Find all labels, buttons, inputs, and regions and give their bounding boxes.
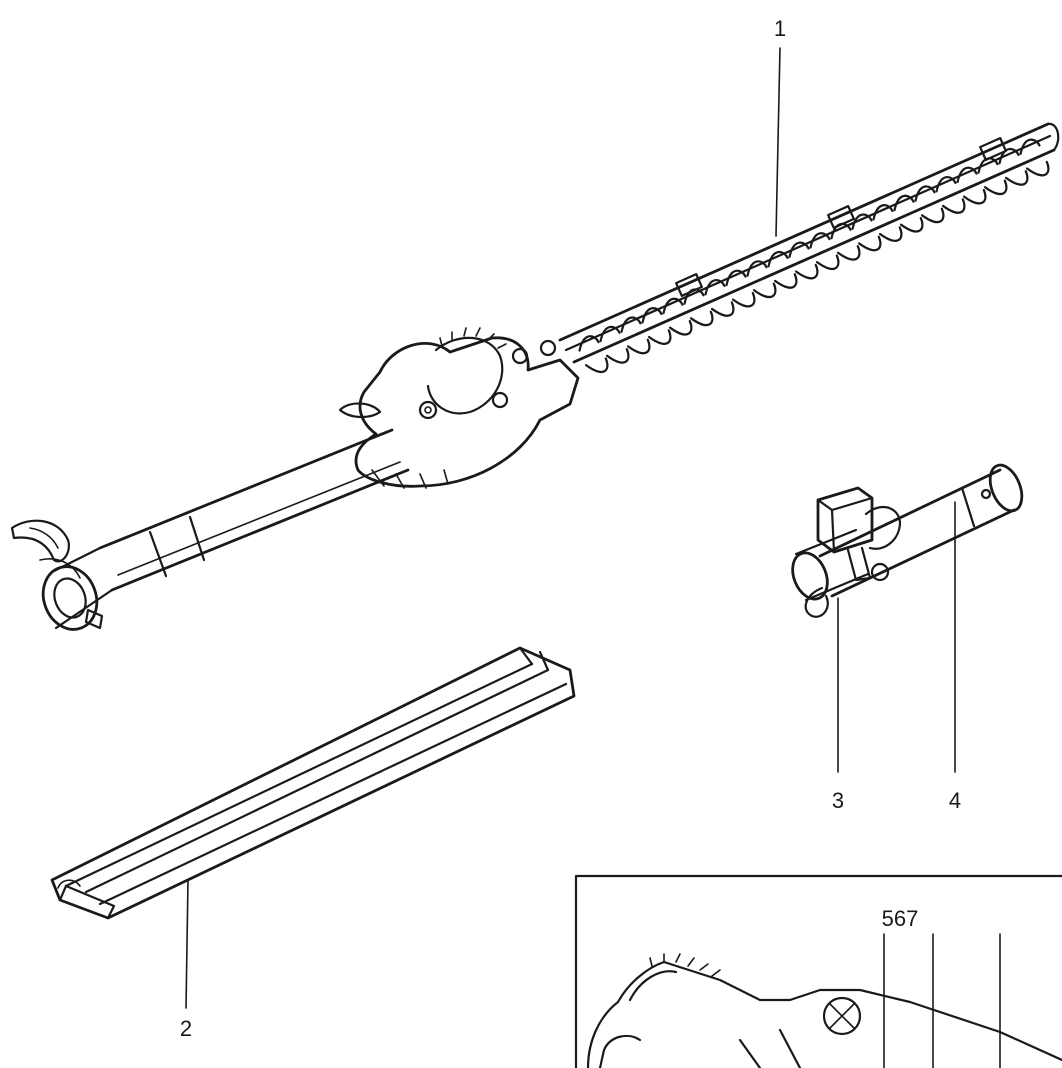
gearbox-housing: [338, 327, 580, 489]
blade-cover: [50, 646, 576, 920]
coupling-end: [10, 519, 114, 631]
detail-inset: [574, 874, 1062, 1068]
callout-2: 2: [180, 1016, 192, 1041]
shaft-sleeve-band: [148, 515, 206, 578]
cutter-teeth-bottom: [584, 160, 1050, 373]
leader-lines: [185, 47, 1001, 1068]
callout-4: 4: [949, 788, 961, 813]
shaft-tube-outline: [98, 428, 410, 592]
callout-1: 1: [774, 16, 786, 41]
hedge-trimmer-attachment: [10, 122, 1060, 631]
callout-567: 567: [882, 906, 919, 931]
extension-tube: [791, 463, 1024, 618]
clamp-lever: [10, 519, 70, 563]
blade-clamp: [675, 137, 1007, 297]
shaft-tube-highlight: [117, 461, 401, 576]
cutter-bar: [558, 122, 1060, 373]
callout-3: 3: [832, 788, 844, 813]
